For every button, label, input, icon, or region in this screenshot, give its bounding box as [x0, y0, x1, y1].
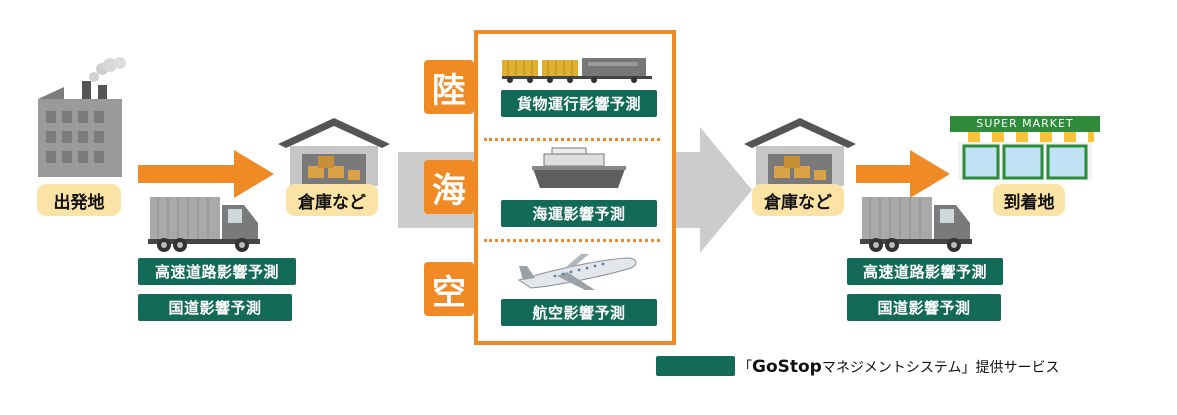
national-road-forecast-left: 国道影響予測	[138, 294, 292, 321]
freight-train-icon	[502, 58, 652, 83]
legend-text: 「GoStopマネジメントシステム」提供サービス	[738, 357, 1059, 377]
highway-forecast-right: 高速道路影響予測	[847, 258, 1003, 285]
warehouse-label-left: 倉庫など	[286, 184, 378, 216]
freight-forecast: 貨物運行影響予測	[501, 90, 657, 117]
supermarket-sign: SUPER MARKET	[976, 117, 1074, 130]
aviation-forecast: 航空影響予測	[501, 299, 657, 326]
truck-icon-right	[860, 197, 972, 252]
mode-divider-2	[484, 239, 660, 242]
mode-kanji-sea: 海	[424, 160, 474, 214]
legend-swatch	[656, 356, 735, 376]
arrow-warehouse-to-destination	[856, 150, 950, 198]
arrow-origin-to-warehouse	[138, 150, 274, 198]
national-road-forecast-right: 国道影響予測	[847, 294, 1001, 321]
ship-icon	[532, 147, 626, 188]
origin-label: 出発地	[37, 184, 121, 216]
legend-rest: マネジメントシステム」提供サービス	[821, 360, 1060, 376]
warehouse-icon-left	[278, 118, 390, 186]
factory-icon	[38, 57, 126, 177]
shipping-forecast: 海運影響予測	[501, 200, 657, 227]
mode-kanji-land: 陸	[424, 60, 474, 114]
destination-label: 到着地	[993, 184, 1065, 216]
warehouse-icon-right	[744, 118, 856, 186]
highway-forecast-left: 高速道路影響予測	[138, 258, 296, 285]
supermarket-icon: SUPER MARKET	[950, 116, 1100, 180]
legend-brand: GoStop	[752, 357, 822, 377]
mode-divider-1	[484, 138, 660, 141]
mode-kanji-air: 空	[424, 262, 474, 316]
airplane-icon	[517, 254, 637, 290]
truck-icon-left	[148, 197, 260, 252]
legend-open-bracket: 「	[738, 360, 752, 376]
transport-mode-box	[474, 30, 676, 345]
warehouse-label-right: 倉庫など	[752, 184, 844, 216]
